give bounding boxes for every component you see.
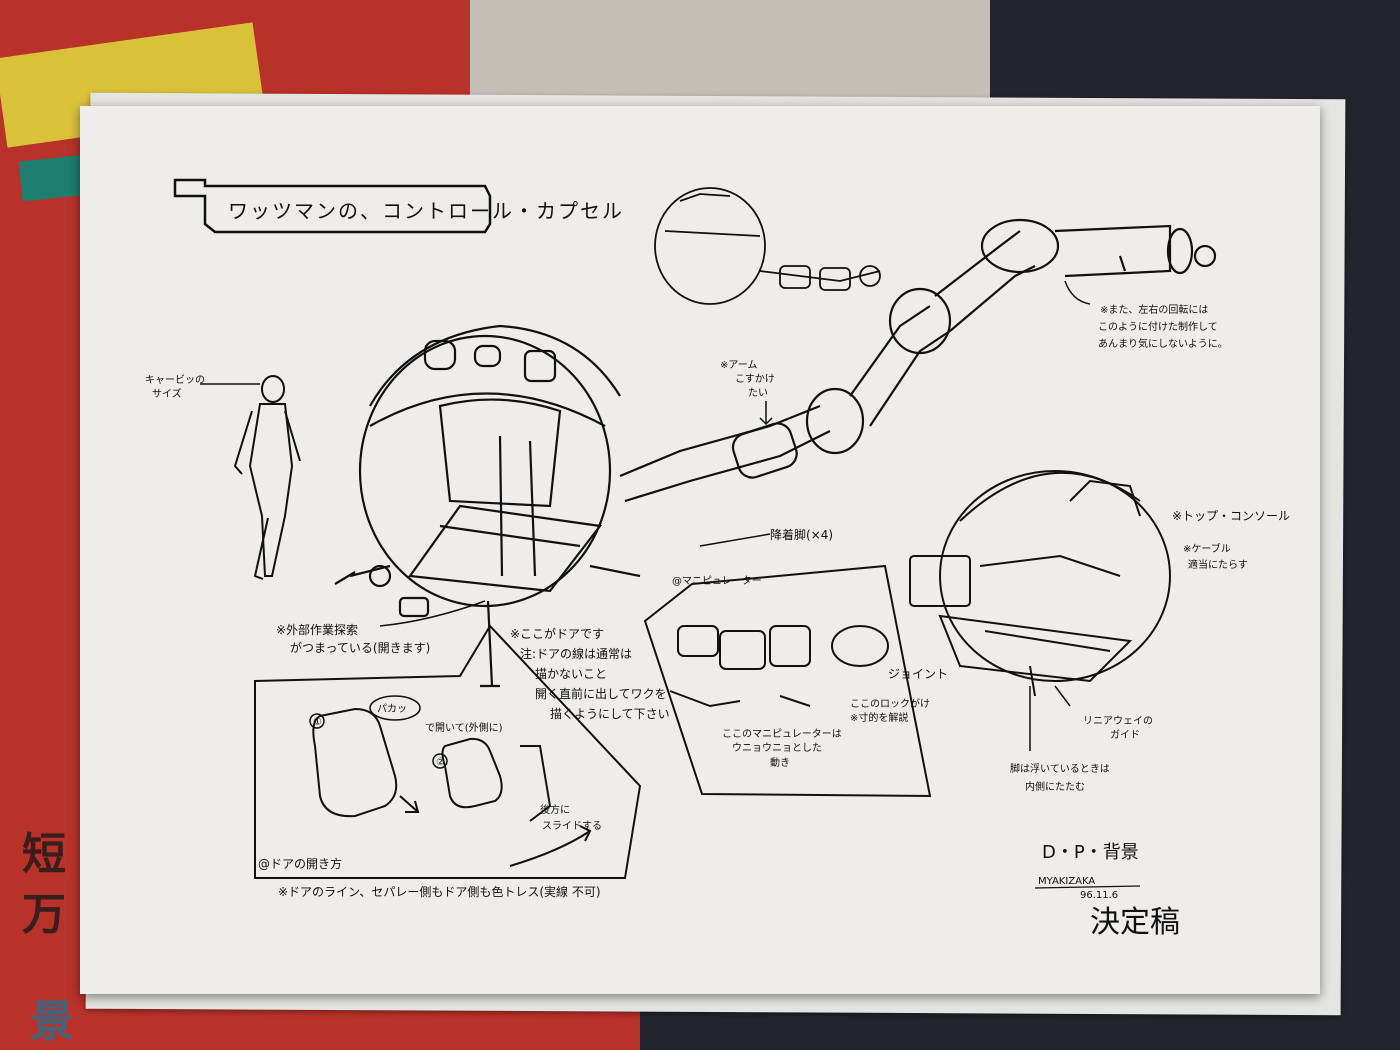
landing-legs-note: 降着脚(×4) — [770, 527, 833, 542]
capsule-open-sketch — [909, 470, 1171, 697]
signature-date: 96.11.6 — [1080, 890, 1118, 901]
rotation-note: このように付けた制作して — [1098, 320, 1218, 333]
final-draft-stamp: 決定稿 — [1090, 905, 1180, 940]
outer-sensor-note: ※外部作業探索 — [276, 622, 358, 637]
manipulator-arm — [619, 218, 1217, 503]
human-scale-figure — [233, 375, 301, 580]
door-note: ※ここがドアです — [510, 626, 604, 641]
door-note: 描かないこと — [535, 667, 607, 681]
top-console-note: ※トップ・コンソール — [1172, 509, 1290, 523]
outer-sensor-note: がつまっている(開きます) — [290, 640, 430, 655]
design-sheet: ワッツマンの、コントロール・カプセル キャービッの サイズ ※外部作業探索 がつ… — [80, 106, 1320, 994]
lock-note: ※寸的を解説 — [850, 711, 908, 724]
door-note: 開く直前に出してワクを — [535, 686, 667, 701]
door-note: 注:ドアの線は通常は — [520, 646, 632, 661]
cable-note: ※ケーブル — [1183, 542, 1231, 555]
control-capsule-sphere — [334, 324, 641, 688]
door-step-number: ② — [436, 757, 445, 768]
door-step2-note: スライドする — [542, 820, 602, 832]
bottom-note: ※ドアのライン、セパレー側もドア側も色トレス(実線 不可) — [278, 884, 601, 899]
title-banner: ワッツマンの、コントロール・カプセル — [173, 178, 624, 234]
lock-note: ここのロックがけ — [850, 697, 930, 710]
manipulator-motion-note: ここのマニピュレーターは — [722, 728, 842, 740]
door-note: 描くようにして下さい — [550, 707, 670, 721]
studio-label: D・P・背景 — [1042, 842, 1139, 863]
background-glyph: 短 — [22, 829, 66, 880]
scale-note: キャービッの — [145, 374, 205, 386]
manipulator-detail-panel — [643, 564, 932, 798]
linear-guide-note: ガイド — [1110, 729, 1140, 741]
door-step-number: ① — [313, 717, 322, 728]
arm-note: こすかけ — [735, 373, 775, 385]
background-glyph: 万 — [22, 889, 66, 940]
signature-block: D・P・背景 MYAKIZAKA 96.11.6 決定稿 — [1034, 842, 1180, 940]
manipulator-motion-note: ウニョウニョとした — [732, 742, 822, 754]
artist-signature: MYAKIZAKA — [1038, 876, 1095, 887]
linear-guide-note: リニアウェイの — [1083, 715, 1153, 727]
door-step2-note: 後方に — [540, 803, 570, 816]
manipulator-label: @マニピュレーター — [672, 575, 762, 587]
sheet-title: ワッツマンの、コントロール・カプセル — [228, 199, 624, 223]
joint-note: ジョイント — [888, 667, 948, 681]
cable-note: 適当にたらす — [1188, 558, 1248, 571]
scale-note: サイズ — [152, 387, 182, 400]
legs-fold-note: 内側にたたむ — [1025, 780, 1085, 793]
door-opening-panel — [254, 624, 642, 879]
door-step1-note: で開いて(外側に) — [425, 721, 503, 734]
door-step1-bubble: パカッ — [377, 703, 407, 715]
sheet-drawing: ワッツマンの、コントロール・カプセル キャービッの サイズ ※外部作業探索 がつ… — [145, 178, 1290, 940]
rotation-note: ※また、左右の回転には — [1100, 303, 1208, 316]
manipulator-motion-note: 動き — [770, 756, 790, 769]
arm-note: たい — [748, 387, 768, 399]
door-how-label: @ドアの開き方 — [258, 856, 342, 871]
legs-fold-note: 脚は浮いているときは — [1010, 762, 1110, 775]
capsule-side-sketch — [654, 187, 881, 305]
arm-note: ※アーム — [720, 359, 757, 371]
background-glyph: 景 — [30, 996, 74, 1047]
rotation-note: あんまり気にしないように。 — [1098, 337, 1228, 350]
